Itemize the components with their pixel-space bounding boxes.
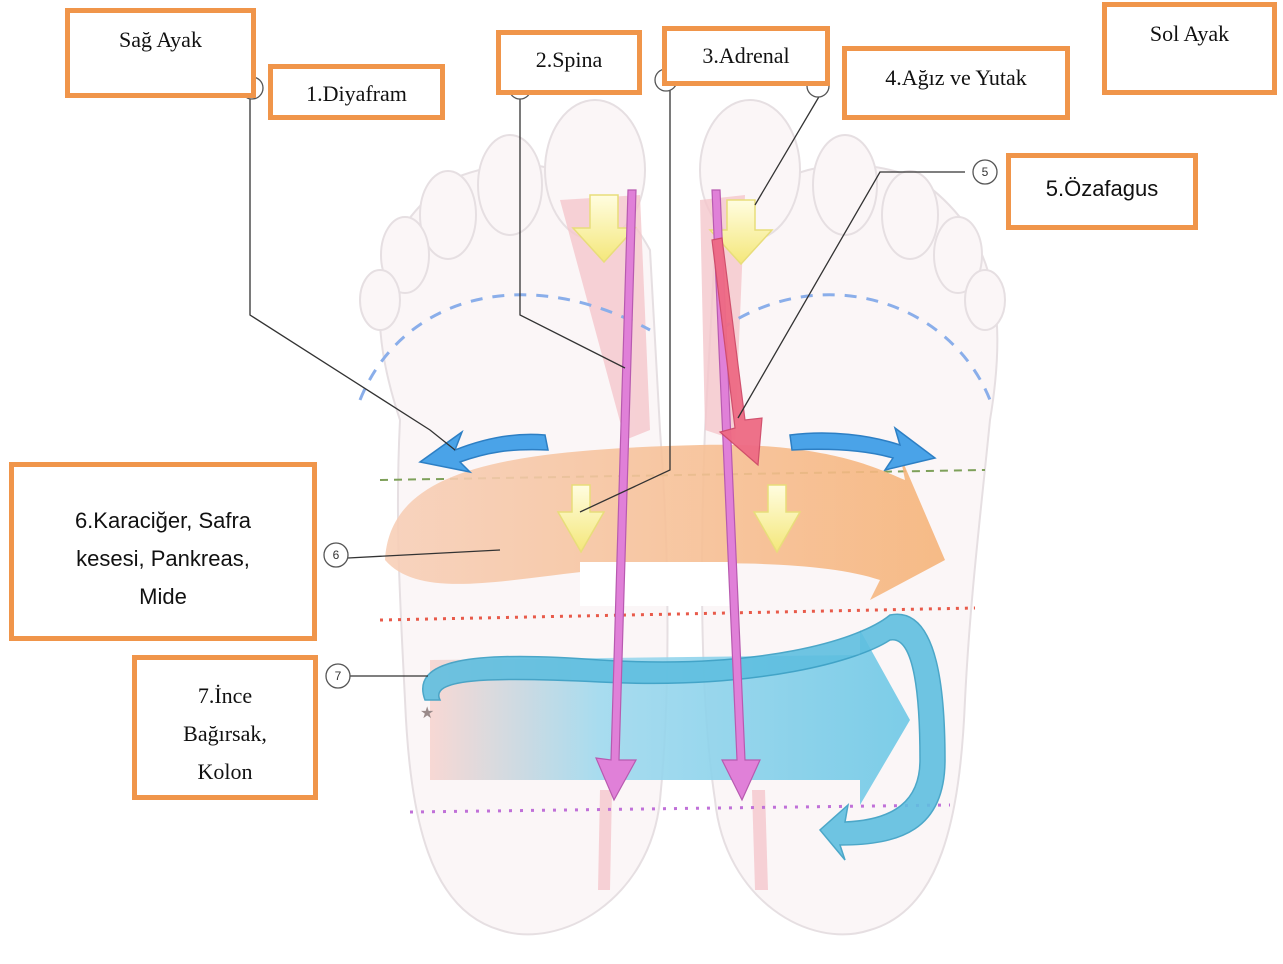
label-right-foot: Sağ Ayak bbox=[65, 8, 256, 98]
marker-7: 7 bbox=[326, 664, 350, 688]
svg-text:5: 5 bbox=[982, 165, 989, 179]
label-left-foot: Sol Ayak bbox=[1102, 2, 1277, 95]
liver-group-line1: 6.Karaciğer, Safra bbox=[75, 502, 251, 540]
label-liver-group: 6.Karaciğer, Safra kesesi, Pankreas, Mid… bbox=[9, 462, 317, 641]
marker-5: 5 bbox=[973, 160, 997, 184]
left-foot-text: Sol Ayak bbox=[1150, 21, 1229, 47]
label-mouth-pharynx: 4.Ağız ve Yutak bbox=[842, 46, 1070, 120]
label-spine: 2.Spina bbox=[496, 30, 642, 95]
label-diaphragm: 1.Diyafram bbox=[268, 64, 445, 120]
liver-group-line3: Mide bbox=[139, 578, 187, 616]
star-marker: ★ bbox=[420, 703, 434, 722]
label-adrenal: 3.Adrenal bbox=[662, 26, 830, 86]
label-esophagus: 5.Özafagus bbox=[1006, 153, 1198, 230]
intestine-line2: Bağırsak, bbox=[183, 715, 267, 753]
liver-group-line2: kesesi, Pankreas, bbox=[76, 540, 250, 578]
intestine-line3: Kolon bbox=[198, 753, 253, 791]
marker-6: 6 bbox=[324, 543, 348, 567]
esophagus-text: 5.Özafagus bbox=[1046, 176, 1159, 202]
right-foot-text: Sağ Ayak bbox=[119, 27, 202, 53]
svg-text:6: 6 bbox=[333, 548, 340, 562]
svg-text:7: 7 bbox=[335, 669, 342, 683]
diaphragm-text: 1.Diyafram bbox=[306, 81, 407, 107]
intestine-line1: 7.İnce bbox=[198, 677, 252, 715]
adrenal-text: 3.Adrenal bbox=[702, 43, 789, 69]
central-gap bbox=[580, 562, 730, 606]
label-intestine: 7.İnce Bağırsak, Kolon bbox=[132, 655, 318, 800]
mouth-pharynx-text: 4.Ağız ve Yutak bbox=[885, 65, 1027, 91]
spine-text: 2.Spina bbox=[536, 47, 603, 73]
